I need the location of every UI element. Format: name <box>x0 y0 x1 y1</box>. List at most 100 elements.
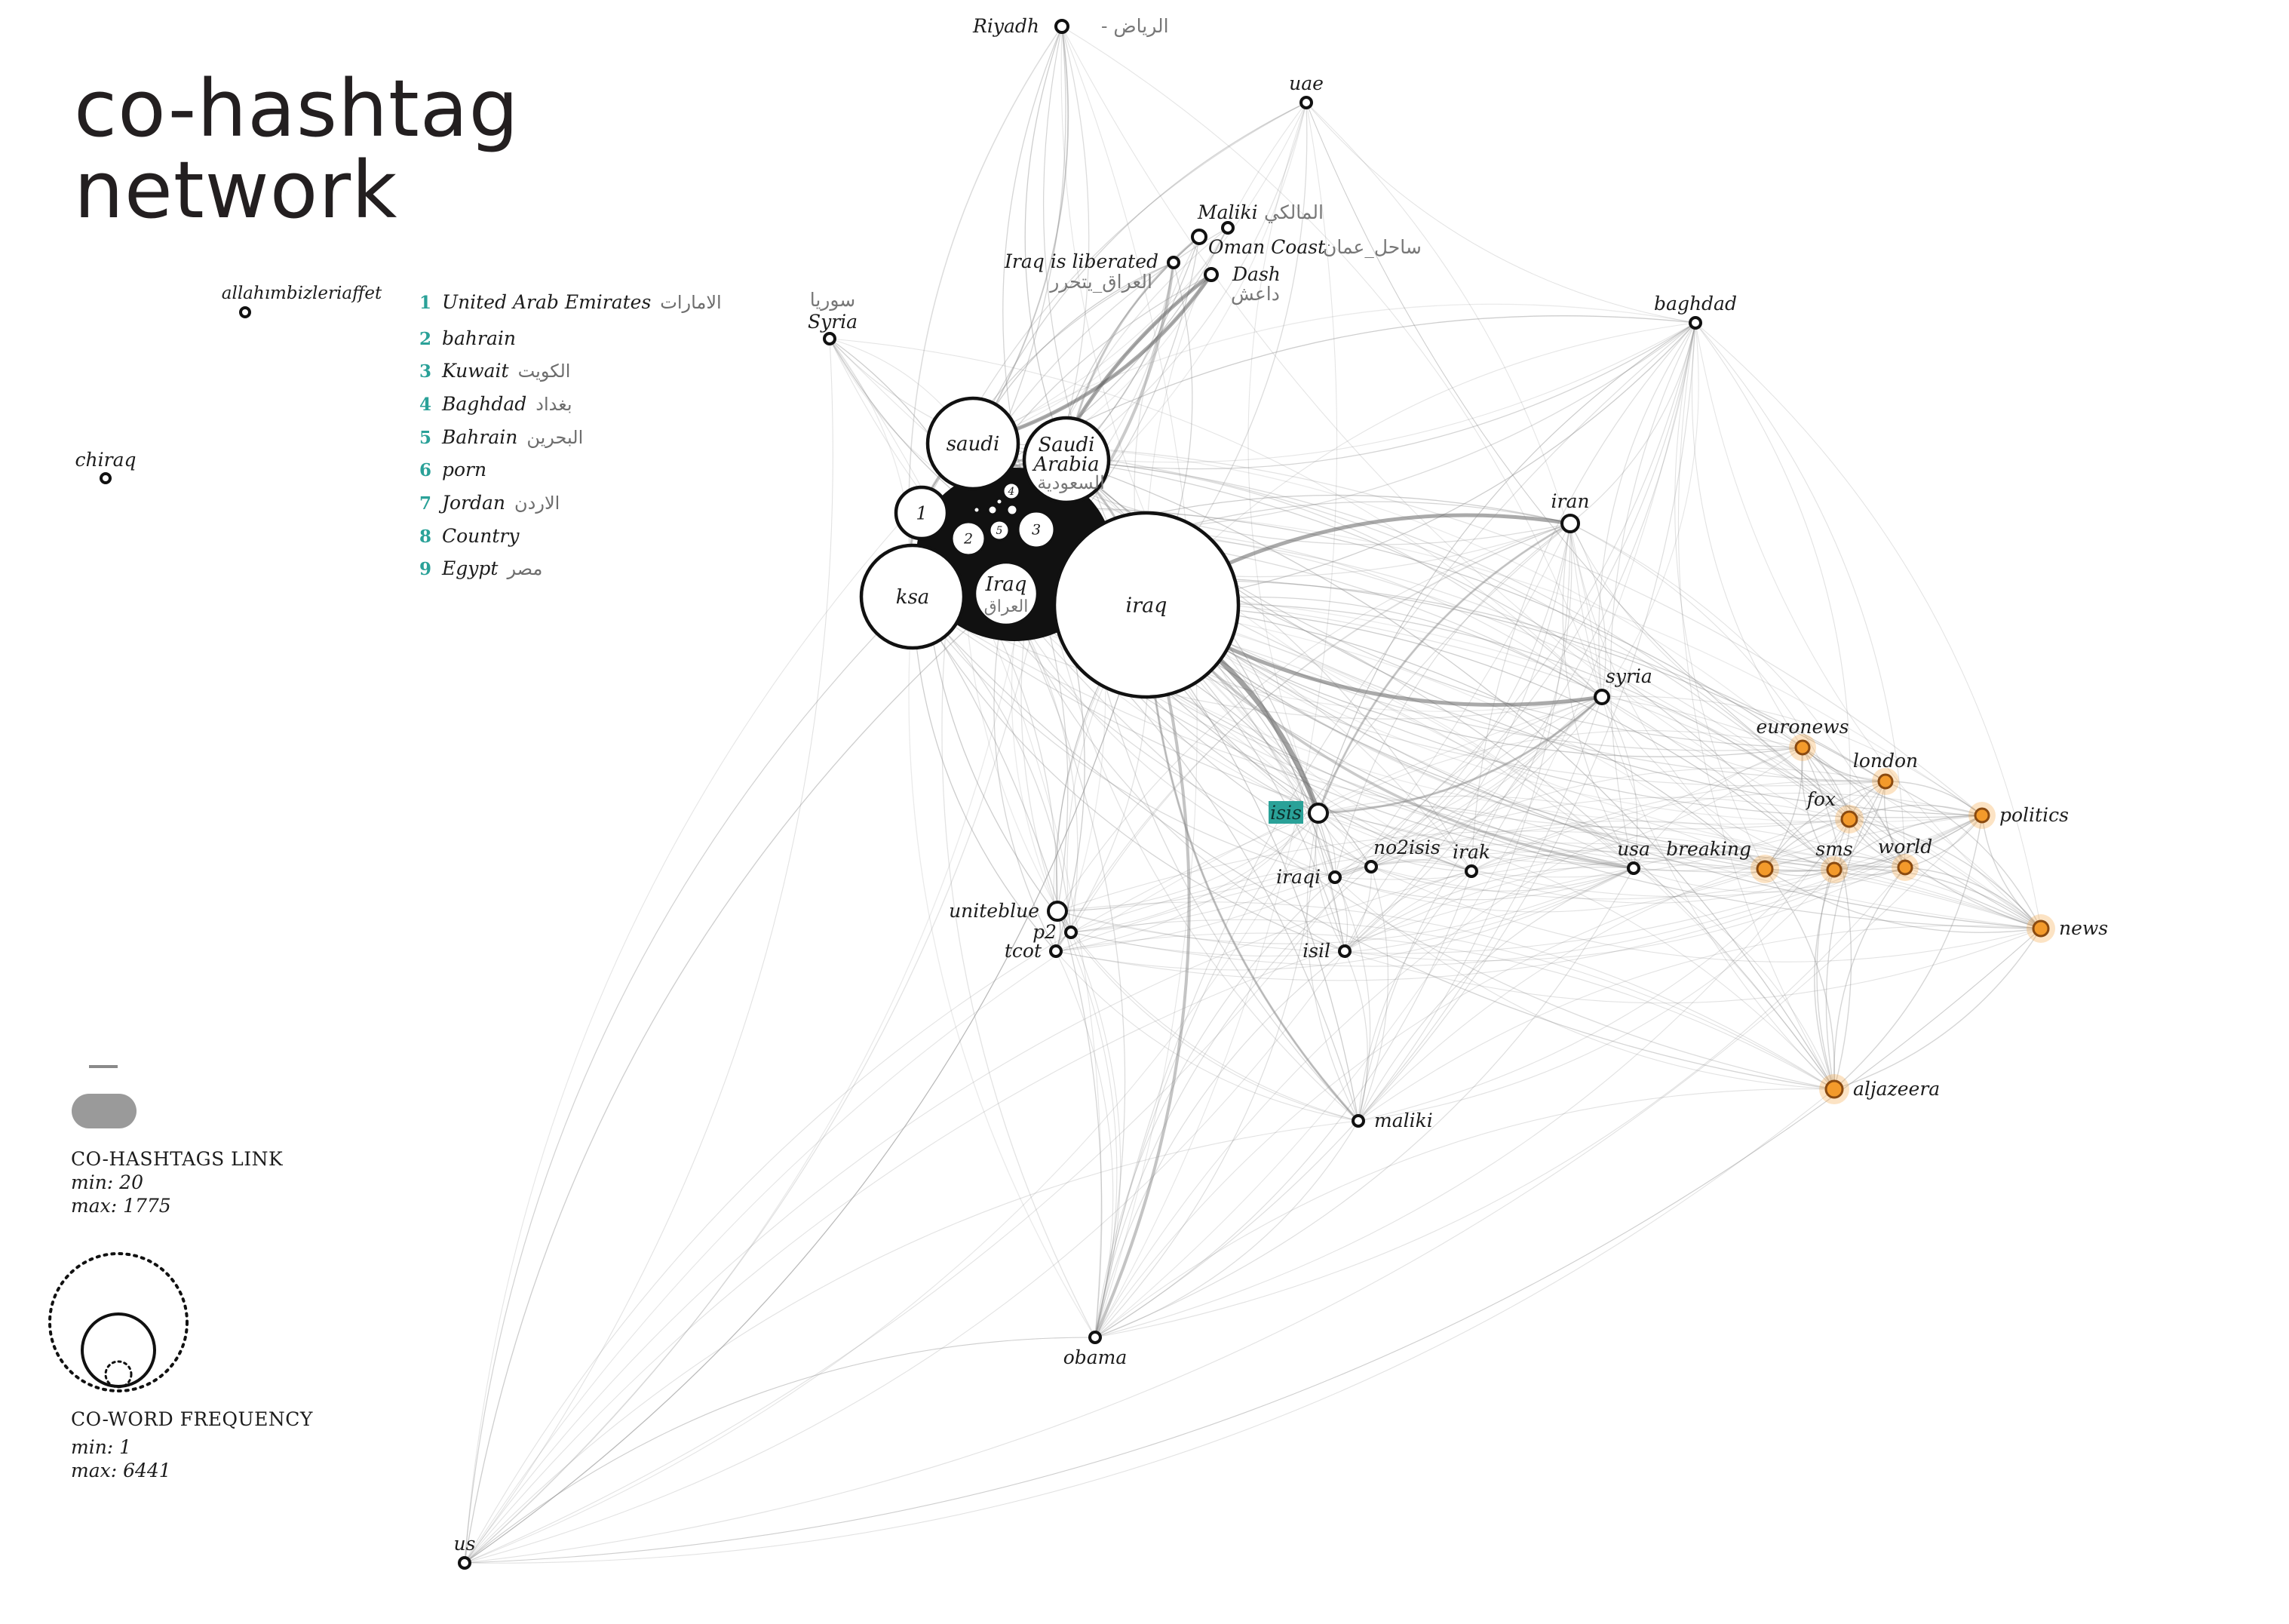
co-hashtag-link <box>1601 322 1699 698</box>
legend-label: bahrain <box>442 327 516 349</box>
node-isis[interactable] <box>1308 803 1329 824</box>
node-syria[interactable] <box>1594 689 1610 705</box>
co-hashtag-link <box>1358 867 1634 1122</box>
node-us[interactable] <box>458 1556 471 1570</box>
co-hashtag-link <box>1070 867 1634 956</box>
co-hashtag-link <box>1318 812 1906 898</box>
node-label: london <box>1853 750 1918 772</box>
node-aljazeera[interactable] <box>1824 1079 1844 1099</box>
node-irak[interactable] <box>1465 864 1478 878</box>
node-chiraq[interactable] <box>100 472 112 484</box>
node-n5[interactable] <box>988 519 1011 542</box>
node-obama[interactable] <box>1088 1331 1102 1344</box>
co-hashtag-link <box>1802 747 1850 820</box>
node-iraqi[interactable] <box>1328 870 1342 884</box>
co-hashtag-link <box>1146 604 1906 868</box>
co-hashtag-link <box>1057 812 1319 912</box>
node-p2[interactable] <box>1064 926 1078 939</box>
node-iran[interactable] <box>1560 514 1580 533</box>
co-hashtag-link <box>829 338 1102 1338</box>
co-hashtag-link <box>1005 593 1835 1090</box>
page-title-line-1: co-hashtag <box>74 63 520 155</box>
node-label: ksa <box>896 586 930 609</box>
co-hashtag-link <box>464 604 1147 1564</box>
node-uae[interactable] <box>1299 96 1313 109</box>
node-sms[interactable] <box>1826 861 1843 878</box>
co-hashtag-link <box>1057 830 2042 929</box>
node-oman[interactable] <box>1191 229 1207 245</box>
node-uniteblue[interactable] <box>1047 901 1068 922</box>
node-usa[interactable] <box>1627 861 1640 875</box>
co-hashtag-link <box>1334 797 1850 878</box>
co-hashtag-link <box>1306 812 1359 1122</box>
co-hashtag-link <box>464 604 1147 1564</box>
node-label: chiraq <box>75 449 137 471</box>
legend-label: Baghdad <box>442 393 527 415</box>
node-n8[interactable] <box>972 505 981 514</box>
co-hashtag-link <box>1318 805 1634 869</box>
node-tcot[interactable] <box>1049 944 1063 958</box>
co-hashtag-link <box>1070 932 1359 1122</box>
node-iraq[interactable] <box>1052 511 1241 699</box>
node-label: Riyadh <box>972 15 1039 37</box>
co-hashtag-link <box>1057 696 1603 912</box>
node-euronews[interactable] <box>1794 739 1811 756</box>
node-n9[interactable] <box>995 497 1004 506</box>
node-saudiarabia[interactable] <box>1022 416 1111 505</box>
node-n3[interactable] <box>1017 510 1056 549</box>
co-hashtag-link <box>1070 919 1835 1090</box>
co-hashtag-link <box>1358 815 1983 1122</box>
node-syria_ar[interactable] <box>823 332 836 345</box>
co-hashtag-link <box>1094 523 1571 1338</box>
node-n1[interactable] <box>894 485 950 541</box>
co-hashtag-link <box>1471 781 1886 878</box>
legend-arabic: البحرين <box>526 427 584 448</box>
node-saudi[interactable] <box>925 396 1020 491</box>
co-hashtag-link <box>1146 604 1835 1090</box>
node-label: irak <box>1453 841 1490 863</box>
node-n6[interactable] <box>1005 503 1019 517</box>
node-london[interactable] <box>1877 773 1894 790</box>
legend-arabic: مصر <box>507 558 543 579</box>
node-politics[interactable] <box>1974 807 1990 824</box>
co-hashtag-link <box>1344 928 2042 1004</box>
co-hashtag-link <box>1471 792 1983 872</box>
node-fox[interactable] <box>1840 810 1858 828</box>
co-hashtag-link <box>1849 818 2042 929</box>
node-liberated[interactable] <box>1167 256 1180 269</box>
co-hashtag-link <box>1334 867 1634 901</box>
node-world[interactable] <box>1897 859 1913 876</box>
node-n2[interactable] <box>950 520 986 557</box>
co-hashtag-link <box>1057 910 1118 1338</box>
node-maliki[interactable] <box>1352 1114 1365 1128</box>
co-hashtag-link <box>464 815 1983 1564</box>
node-n4[interactable] <box>1002 481 1021 501</box>
node-isil[interactable] <box>1338 944 1352 958</box>
co-hashtag-link <box>1315 812 1345 952</box>
node-news[interactable] <box>2032 919 2050 938</box>
node-label: 1 <box>916 502 927 523</box>
node-dash[interactable] <box>1204 267 1219 282</box>
freq-scale-heading: CO-WORD FREQUENCY <box>71 1408 313 1430</box>
node-maliki_ar[interactable] <box>1221 221 1235 235</box>
co-hashtag-link <box>1055 812 1319 952</box>
co-hashtag-link <box>1598 322 1696 698</box>
co-hashtag-link <box>1370 866 1634 892</box>
node-allah[interactable] <box>239 306 251 318</box>
co-hashtag-link <box>1370 815 1983 900</box>
node-n7[interactable] <box>986 504 999 516</box>
node-ksa[interactable] <box>859 543 966 650</box>
legend-number: 1 <box>419 293 432 313</box>
co-hashtag-link <box>464 523 1571 1564</box>
node-breaking[interactable] <box>1756 860 1774 878</box>
node-no2isis[interactable] <box>1364 860 1378 873</box>
co-hashtag-link <box>1094 1120 1359 1338</box>
node-iraqAR[interactable] <box>972 560 1040 628</box>
node-baghdad[interactable] <box>1689 316 1702 330</box>
node-riyadh[interactable] <box>1054 19 1069 34</box>
co-hashtag-link <box>1334 876 1835 1090</box>
node-label: Arabia <box>1032 453 1099 476</box>
